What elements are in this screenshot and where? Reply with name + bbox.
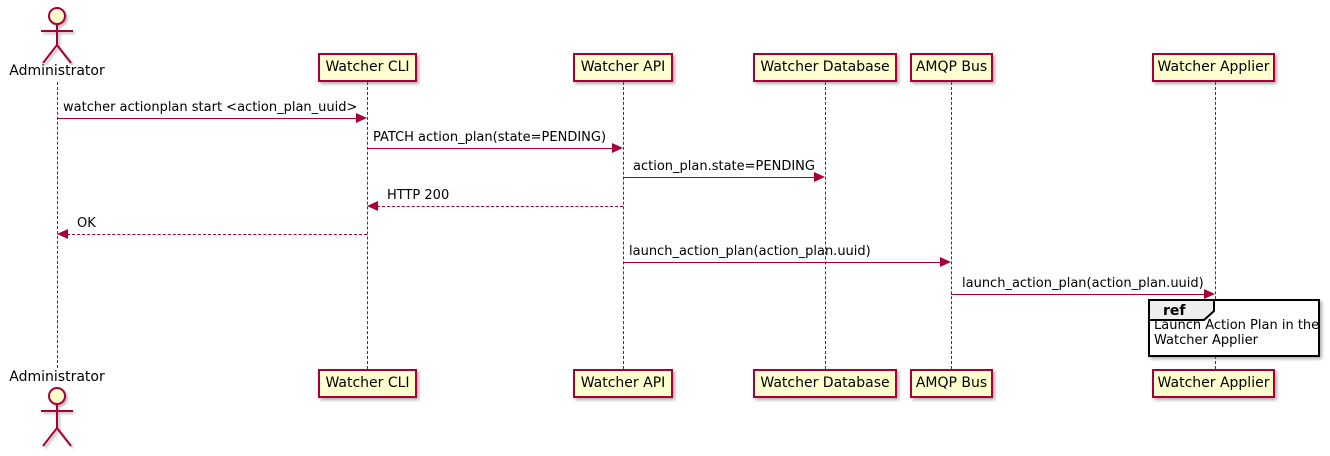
lifeline-amqp-bus [950,82,952,369]
ref-text: Launch Action Plan in the Watcher Applie… [1154,318,1319,348]
message-6-label: launch_action_plan(action_plan.uuid) [629,244,871,259]
actor-label-bottom: Administrator [9,369,105,385]
participant-top-amqp-bus: AMQP Bus [910,53,993,82]
participant-bottom-watcher-cli: Watcher CLI [318,369,417,398]
participant-bottom-amqp-bus: AMQP Bus [910,369,993,398]
actor-label-top: Administrator [9,63,105,79]
message-5-arrowhead-icon [57,229,68,239]
message-4-arrowhead-icon [367,201,378,211]
ref-text-line-1: Launch Action Plan in the [1154,318,1320,333]
ref-keyword: ref [1163,303,1186,319]
lifeline-administrator [56,82,58,368]
ref-text-line-2: Watcher Applier [1154,333,1258,348]
message-5-label: OK [77,216,96,231]
lifeline-watcher-cli [366,82,368,369]
lifeline-watcher-database [824,82,826,369]
message-5-line [67,234,367,235]
message-7-line [951,294,1205,295]
message-7-arrowhead-icon [1204,289,1215,299]
message-3-line [623,177,815,178]
message-1-arrowhead-icon [356,113,367,123]
lifeline-watcher-applier [1214,82,1216,369]
message-2-arrowhead-icon [612,143,623,153]
message-7-label: launch_action_plan(action_plan.uuid) [962,276,1204,291]
participant-top-watcher-applier: Watcher Applier [1152,53,1275,82]
message-4-line [377,206,623,207]
message-6-line [623,262,941,263]
lifeline-watcher-api [622,82,624,369]
ref-fragment: ref Launch Action Plan in the Watcher Ap… [1148,299,1320,357]
participant-top-watcher-cli: Watcher CLI [318,53,417,82]
message-3-label: action_plan.state=PENDING [633,159,815,174]
message-3-arrowhead-icon [814,172,825,182]
ref-tab-icon: ref [1148,299,1215,321]
message-1-line [57,118,357,119]
message-2-line [367,148,613,149]
message-4-label: HTTP 200 [387,188,450,203]
participant-top-watcher-api: Watcher API [573,53,673,82]
participant-bottom-watcher-database: Watcher Database [753,369,897,398]
message-2-label: PATCH action_plan(state=PENDING) [373,130,607,145]
participant-bottom-watcher-applier: Watcher Applier [1152,369,1275,398]
participant-bottom-watcher-api: Watcher API [573,369,673,398]
administrator-actor-icon-top [41,7,73,64]
administrator-actor-icon-bottom [41,387,73,447]
message-1-label: watcher actionplan start <action_plan_uu… [63,100,358,115]
message-6-arrowhead-icon [940,257,951,267]
participant-top-watcher-database: Watcher Database [753,53,897,82]
